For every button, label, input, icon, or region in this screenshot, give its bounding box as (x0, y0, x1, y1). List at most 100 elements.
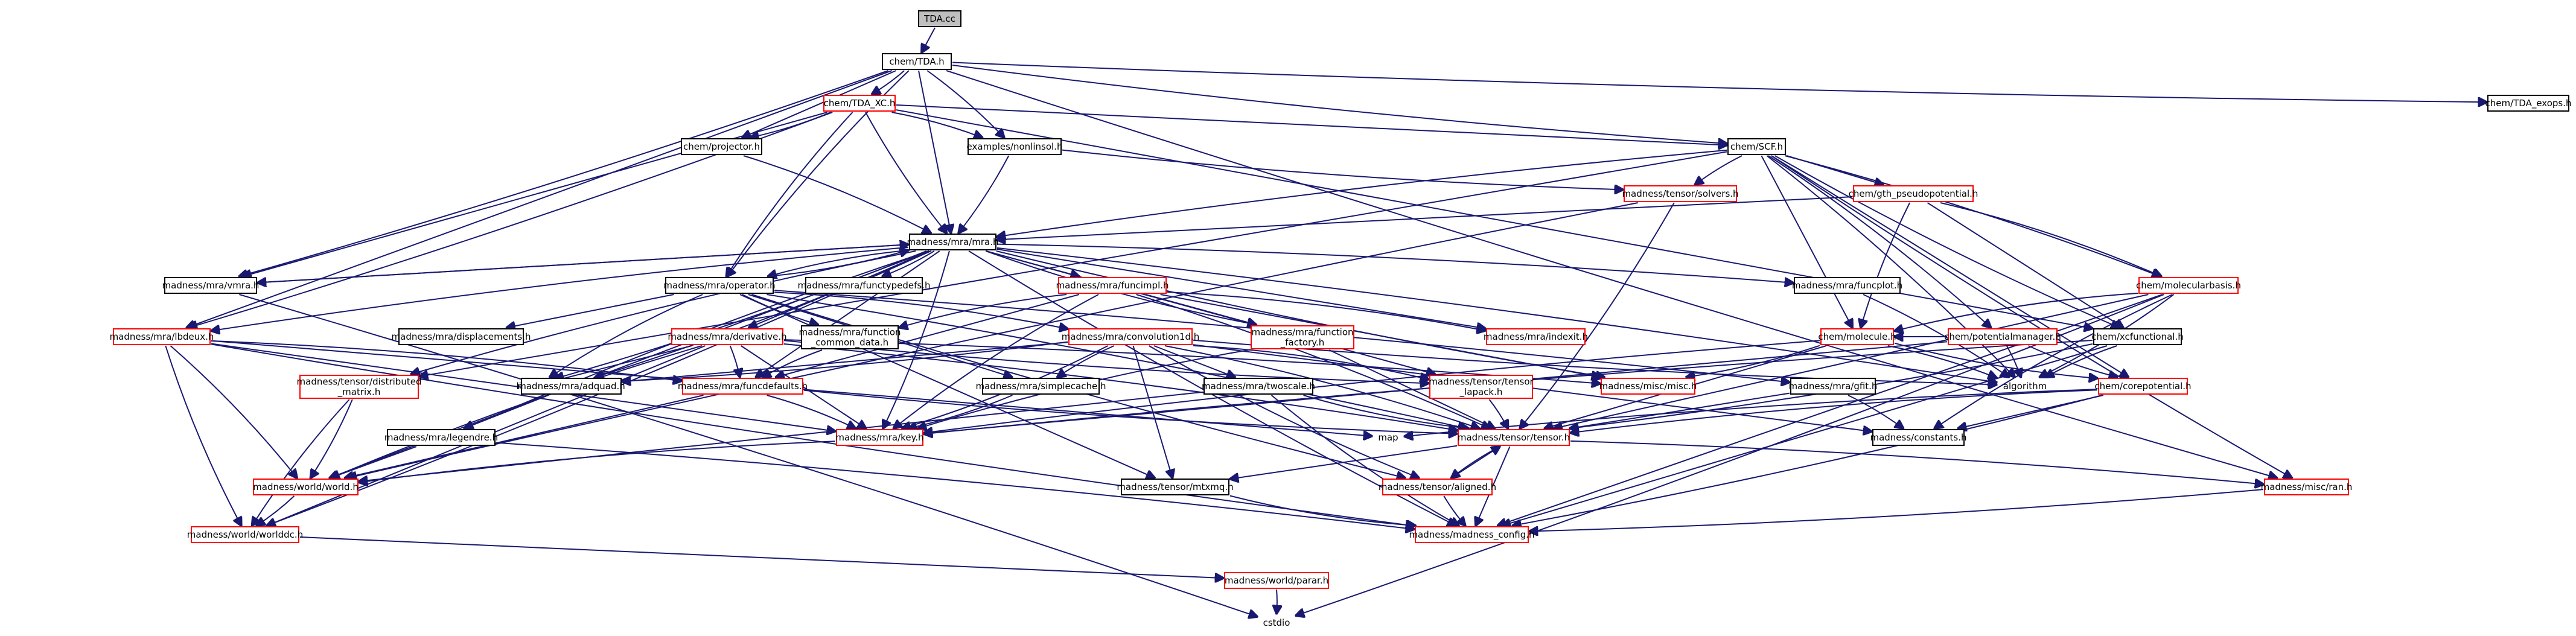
node-parar[interactable]: madness/world/parar.h (1224, 572, 1329, 589)
node-label: madness/world/parar.h (1225, 575, 1328, 586)
node-box (1415, 526, 1529, 543)
edge-operator-to-displacements (507, 294, 674, 328)
node-fcdata[interactable]: madness/mra/function_common_data.h (799, 325, 901, 349)
node-funcimpl[interactable]: madness/mra/funcimpl.h (1056, 277, 1169, 294)
node-box (1382, 479, 1493, 495)
node-label: madness/mra/funcplot.h (1792, 280, 1902, 291)
node-solvers[interactable]: madness/tensor/solvers.h (1622, 185, 1739, 202)
edge-potentialmanager-to-algorithm (2006, 345, 2021, 377)
node-adquad[interactable]: madness/mra/adquad.h (517, 378, 625, 395)
node-mtxmq[interactable]: madness/tensor/mtxmq.h (1117, 479, 1234, 495)
edge-convolution1d-to-twoscale (1153, 345, 1235, 377)
node-label: madness/world/world.h (253, 482, 359, 492)
node-molecularbasis[interactable]: chem/molecularbasis.h (2136, 277, 2241, 294)
edge-mra-to-lbdeux (211, 246, 909, 331)
node-box (1486, 328, 1586, 345)
node-world[interactable]: madness/world/world.h (253, 479, 359, 495)
node-box (918, 10, 961, 27)
node-tda-cc[interactable]: TDA.cc (918, 10, 961, 27)
edge-operator-to-tensor (767, 294, 1466, 428)
node-algorithm: algorithm (2003, 381, 2047, 392)
node-label: chem/TDA_exops.h (2485, 98, 2571, 109)
node-label: chem/TDA_XC.h (824, 98, 896, 109)
node-tda-xc[interactable]: chem/TDA_XC.h (823, 95, 896, 112)
node-label: madness/misc/misc.h (1599, 381, 1697, 392)
node-potentialmanager[interactable]: chem/potentialmanager.h (1944, 328, 2061, 345)
node-ffactory[interactable]: madness/mra/function_factory.h (1251, 325, 1354, 349)
edge-lbdeux-to-config (211, 343, 1414, 526)
edge-tda_cc-to-tda_h (922, 27, 936, 52)
node-funcplot[interactable]: madness/mra/funcplot.h (1792, 277, 1902, 294)
node-corepotential[interactable]: chem/corepotential.h (2094, 378, 2192, 395)
node-functypedefs[interactable]: madness/mra/functypedefs.h (798, 277, 931, 294)
node-tda-h[interactable]: chem/TDA.h (882, 53, 952, 70)
edge-derivative-to-misc (783, 339, 1600, 384)
edge-convolution1d-to-tensor (1164, 345, 1479, 428)
node-aligned[interactable]: madness/tensor/aligned.h (1379, 479, 1496, 495)
edge-operator-to-limits (550, 294, 703, 377)
edge-lbdeux-to-worlddc (165, 345, 241, 526)
edge-scf-to-solvers (1695, 155, 1742, 185)
edge-funcimpl-to-tensor (1136, 294, 1490, 428)
graph-nodes: TDA.cc chem/TDA.h chem/TDA_XC.h chem/TDA_ex… (110, 10, 2572, 628)
node-worlddc[interactable]: madness/world/worlddc.h (187, 526, 303, 543)
node-box (2264, 479, 2349, 495)
node-lapack[interactable]: madness/tensor/tensor_lapack.h (1429, 375, 1534, 399)
node-constants[interactable]: madness/constants.h (1870, 429, 1967, 446)
node-mra[interactable]: madness/mra/mra.h (907, 234, 999, 250)
edge-tda_xc-to-xcfunctional (896, 109, 2093, 328)
edge-scf-to-corepotential (1771, 155, 2129, 377)
edge-worlddc-to-parar (299, 536, 1223, 578)
node-molecule[interactable]: chem/molecule.h (1818, 328, 1896, 345)
node-xcfunctional[interactable]: chem/xcfunctional.h (2091, 328, 2184, 345)
edge-world-to-worlddc (257, 495, 295, 526)
node-box (2098, 378, 2188, 395)
node-operator[interactable]: madness/mra/operator.h (663, 277, 776, 294)
node-box (1601, 378, 1695, 395)
edge-gth-to-xcfunctional (1927, 202, 2124, 328)
node-projector[interactable]: chem/projector.h (681, 138, 762, 155)
node-box (191, 526, 299, 543)
node-lbdeux[interactable]: madness/mra/lbdeux.h (110, 328, 214, 345)
node-vmra[interactable]: madness/mra/vmra.h (162, 277, 260, 294)
node-gth[interactable]: chem/gth_pseudopotential.h (1849, 185, 1978, 202)
node-gfit[interactable]: madness/mra/gfit.h (1789, 378, 1878, 395)
edge-ran-to-config (1529, 489, 2264, 531)
edge-derivative-to-world (331, 345, 703, 478)
edge-tda_h-to-tda_xc (872, 70, 905, 94)
node-tda-exops[interactable]: chem/TDA_exops.h (2485, 95, 2572, 112)
node-label: madness/mra/adquad.h (517, 381, 625, 392)
node-legendre[interactable]: madness/mra/legendre.h (384, 429, 498, 446)
node-box (836, 429, 923, 446)
node-label: madness/mra/funcimpl.h (1056, 280, 1168, 291)
node-box (1251, 325, 1354, 349)
node-derivative[interactable]: madness/mra/derivative.h (668, 328, 787, 345)
node-indexit[interactable]: madness/mra/indexit.h (1484, 328, 1588, 345)
node-tensor[interactable]: madness/tensor/tensor.h (1458, 429, 1570, 446)
edge-funcimpl-to-key (893, 294, 1099, 428)
node-funcdefaults[interactable]: madness/mra/funcdefaults.h (678, 378, 808, 395)
edge-funcimpl-to-funcdefaults (776, 294, 1080, 377)
edge-distmatrix-to-world (311, 399, 353, 478)
edge-nonlinsol-to-solvers (1062, 149, 1623, 190)
node-convolution1d[interactable]: madness/mra/convolution1d.h (1062, 328, 1200, 345)
node-displacements[interactable]: madness/mra/displacements.h (392, 328, 531, 345)
node-key[interactable]: madness/mra/key.h (835, 429, 924, 446)
node-twoscale[interactable]: madness/mra/twoscale.h (1202, 378, 1315, 395)
edge-funcimpl-to-ffactory (1145, 294, 1256, 325)
node-distmatrix[interactable]: madness/tensor/distributed_matrix.h (297, 375, 422, 399)
node-scf[interactable]: chem/SCF.h (1727, 138, 1786, 155)
node-label: madness/world/worlddc.h (187, 529, 303, 540)
edge-mra-to-algorithm (996, 247, 1997, 383)
edge-molecule-to-algorithm (1887, 345, 1997, 378)
node-box (398, 328, 524, 345)
edge-gth-to-mra (997, 196, 1853, 240)
edge-molecularbasis-to-cstdio (1296, 294, 2164, 615)
node-simplecache[interactable]: madness/mra/simplecache.h (976, 378, 1106, 395)
node-box (253, 479, 359, 495)
edge-projector-to-mra (743, 155, 931, 233)
node-misc[interactable]: madness/misc/misc.h (1599, 378, 1697, 395)
node-nonlinsol[interactable]: examples/nonlinsol.h (967, 138, 1063, 155)
node-ran[interactable]: madness/misc/ran.h (2261, 479, 2353, 495)
node-config[interactable]: madness/madness_config.h (1409, 526, 1535, 543)
